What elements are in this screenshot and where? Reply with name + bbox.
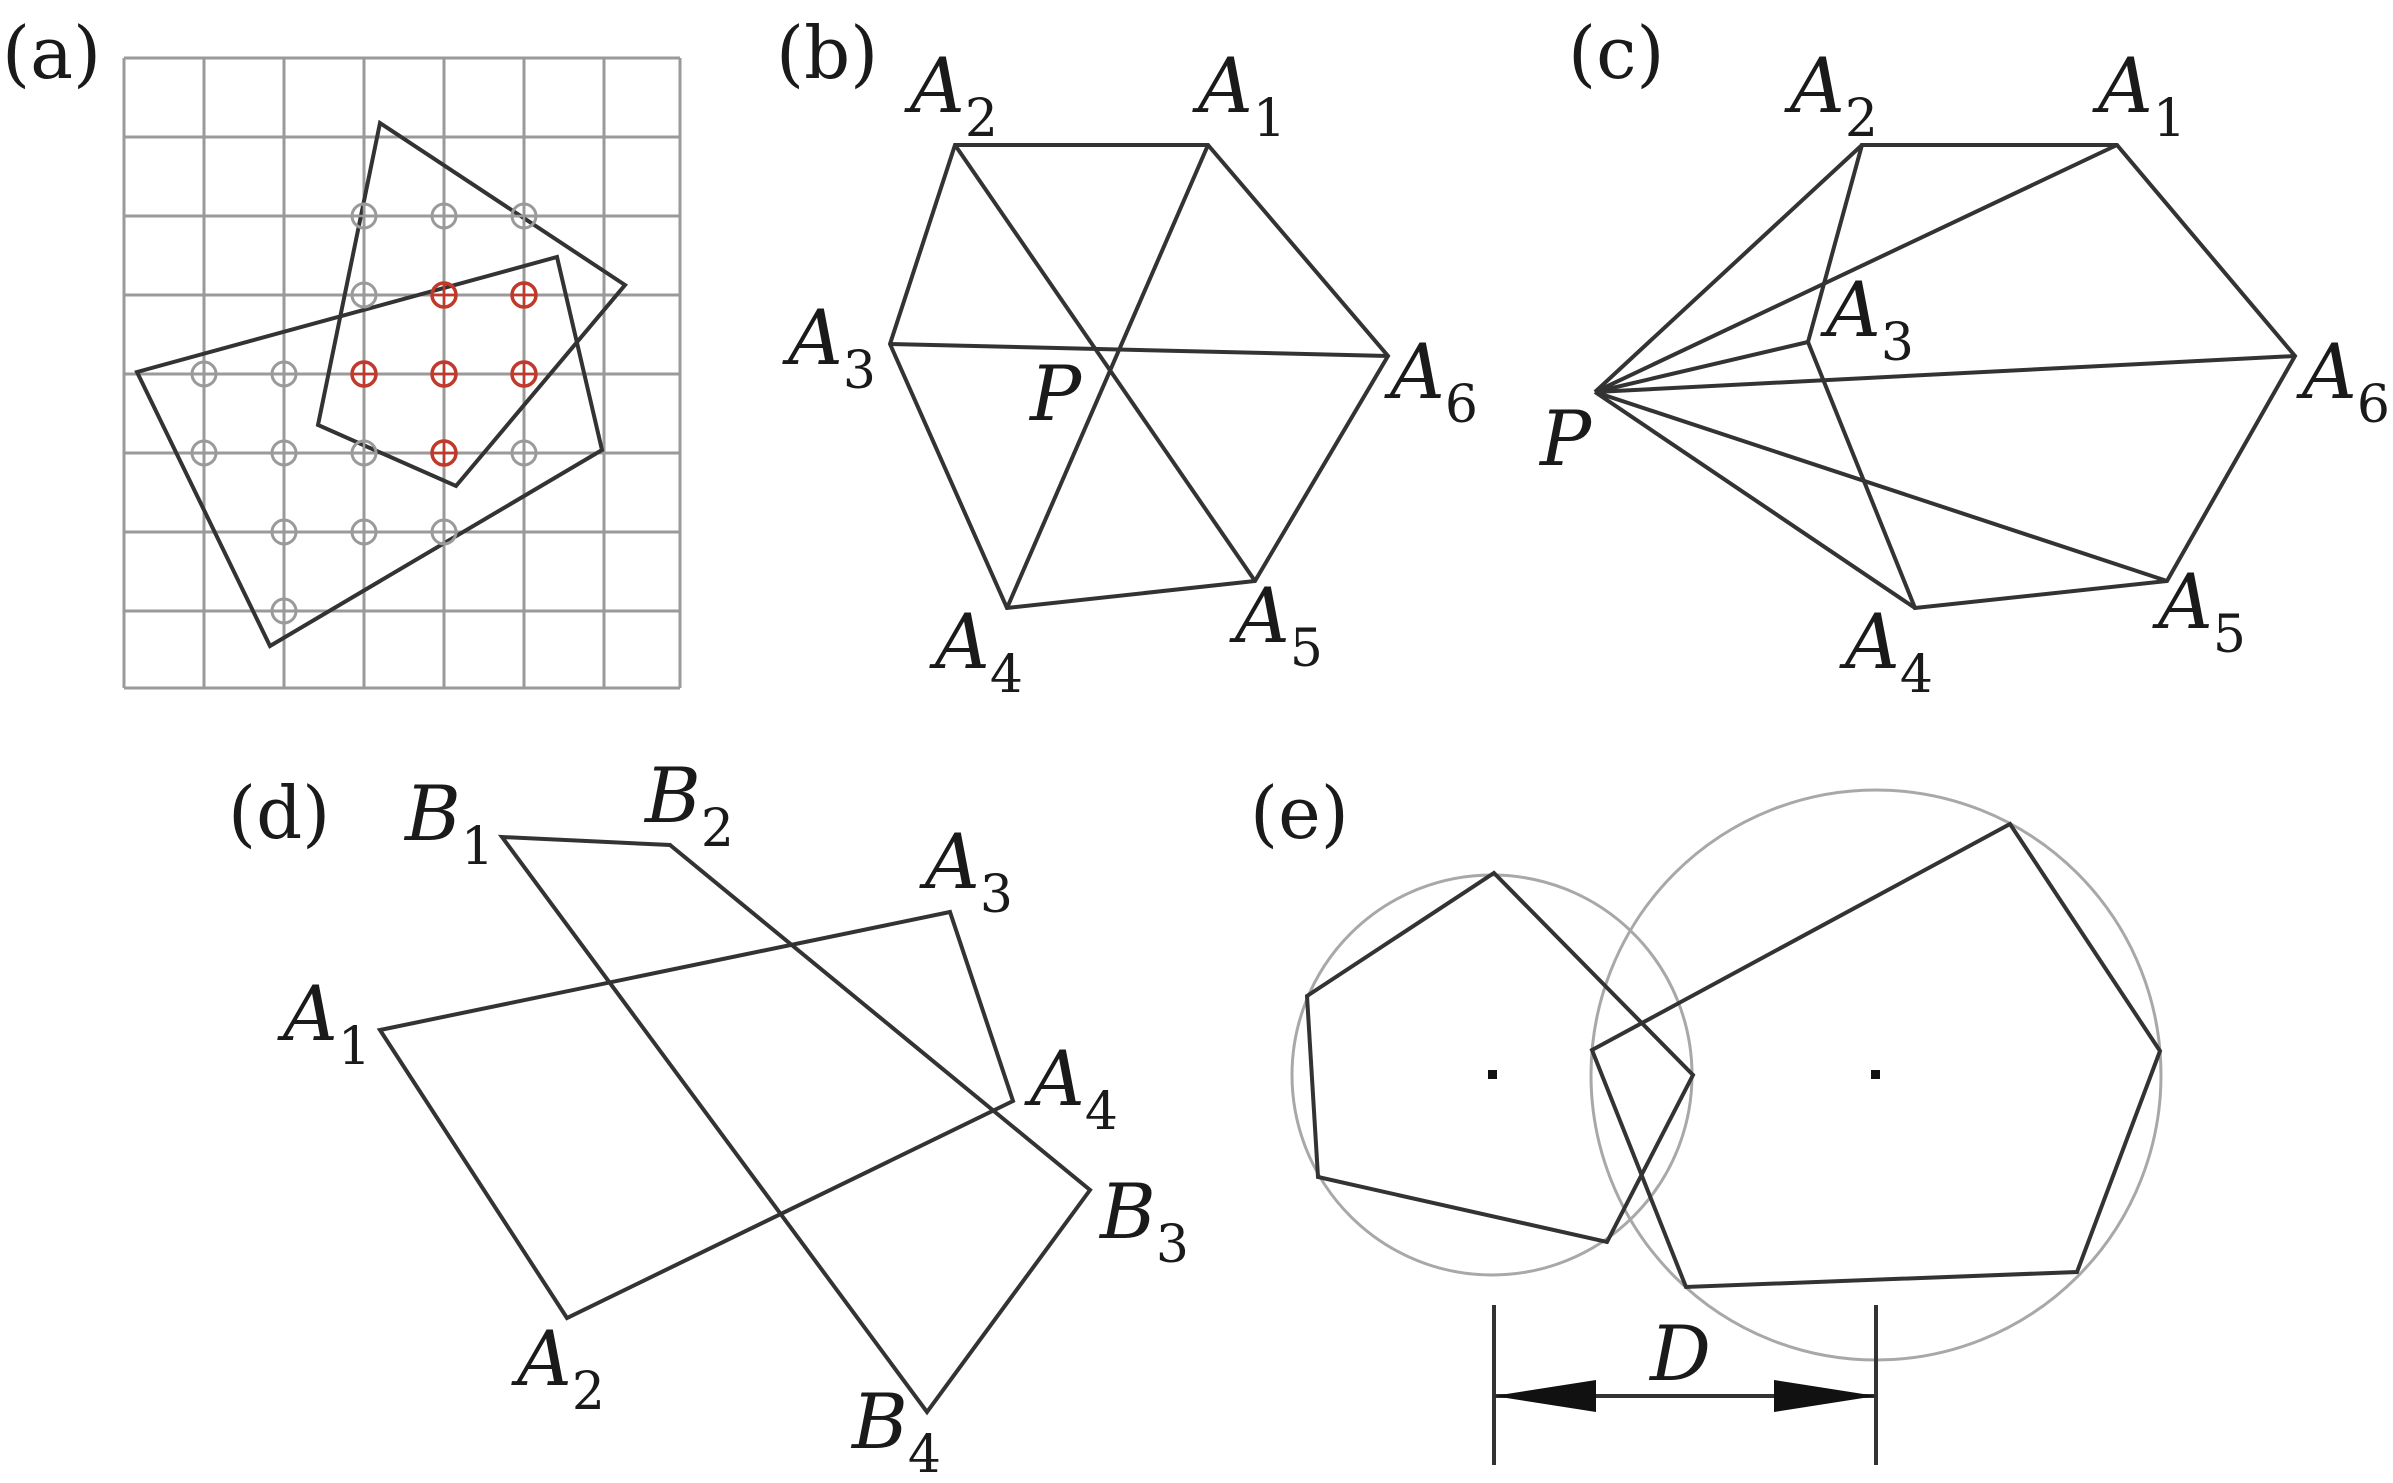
panel-c-spokes [1593, 143, 2296, 610]
panel-d-vertex-b1: B1 [403, 769, 494, 877]
panel-d: (d) B1 B2 A3 A1 A4 B3 A2 B4 [228, 751, 1189, 1483]
panel-d-vertex-b3: B3 [1098, 1167, 1189, 1275]
panel-d-vertex-a2: A2 [511, 1314, 605, 1422]
panel-b-vertex-a5: A5 [1229, 571, 1323, 679]
panel-b-label: (b) [776, 11, 878, 95]
panel-c-vertex-a1: A1 [2092, 41, 2186, 149]
panel-c: (c) A2 A1 A3 A6 A4 A5 P [1538, 11, 2390, 705]
panel-c-vertex-a5: A5 [2152, 557, 2246, 665]
panel-d-label: (d) [228, 771, 330, 855]
panel-b-hexagon [887, 143, 1391, 611]
panel-b-vertex-a4: A4 [929, 597, 1023, 705]
panel-e-center-right [1871, 1070, 1880, 1079]
panel-c-vertex-a3: A3 [1820, 265, 1914, 373]
panel-a: (a) [2, 11, 682, 690]
panel-b: (b) A2 A1 A3 A6 A4 A5 P [776, 11, 1478, 705]
panel-a-label: (a) [2, 11, 101, 95]
panel-d-quad-b [497, 834, 1093, 1416]
panel-d-vertex-a4: A4 [1024, 1034, 1118, 1142]
panel-d-vertex-a1: A1 [277, 969, 371, 1077]
panel-b-vertex-a2: A2 [904, 41, 998, 149]
panel-e-dimension [1492, 1305, 1878, 1465]
panel-b-point-p: P [1028, 349, 1083, 438]
panel-a-small-quad [315, 119, 628, 489]
panel-d-vertex-a3: A3 [919, 817, 1013, 925]
panel-d-vertex-b4: B4 [850, 1377, 941, 1483]
panel-e-distance-label: D [1648, 1309, 1711, 1398]
panel-c-vertex-a2: A2 [1784, 41, 1878, 149]
panel-e-pentagon [1304, 870, 1696, 1245]
panel-b-vertex-a3: A3 [782, 293, 876, 401]
panel-d-quad-a [376, 909, 1016, 1321]
panel-e-center-left [1488, 1070, 1497, 1079]
panel-c-vertex-a4: A4 [1839, 597, 1933, 705]
panel-c-vertex-a6: A6 [2296, 327, 2390, 435]
panel-a-large-quad [134, 254, 605, 649]
panel-b-vertex-a6: A6 [1384, 327, 1478, 435]
panel-e: (e) D [1250, 771, 2163, 1465]
panel-e-label: (e) [1250, 771, 1349, 855]
panel-d-vertex-b2: B2 [643, 751, 734, 859]
panel-c-point-p: P [1538, 394, 1593, 483]
panel-b-spokes [889, 143, 1389, 609]
panel-e-heptagon [1589, 821, 2163, 1290]
panel-b-vertex-a1: A1 [1192, 41, 1286, 149]
panel-c-label: (c) [1568, 11, 1665, 95]
